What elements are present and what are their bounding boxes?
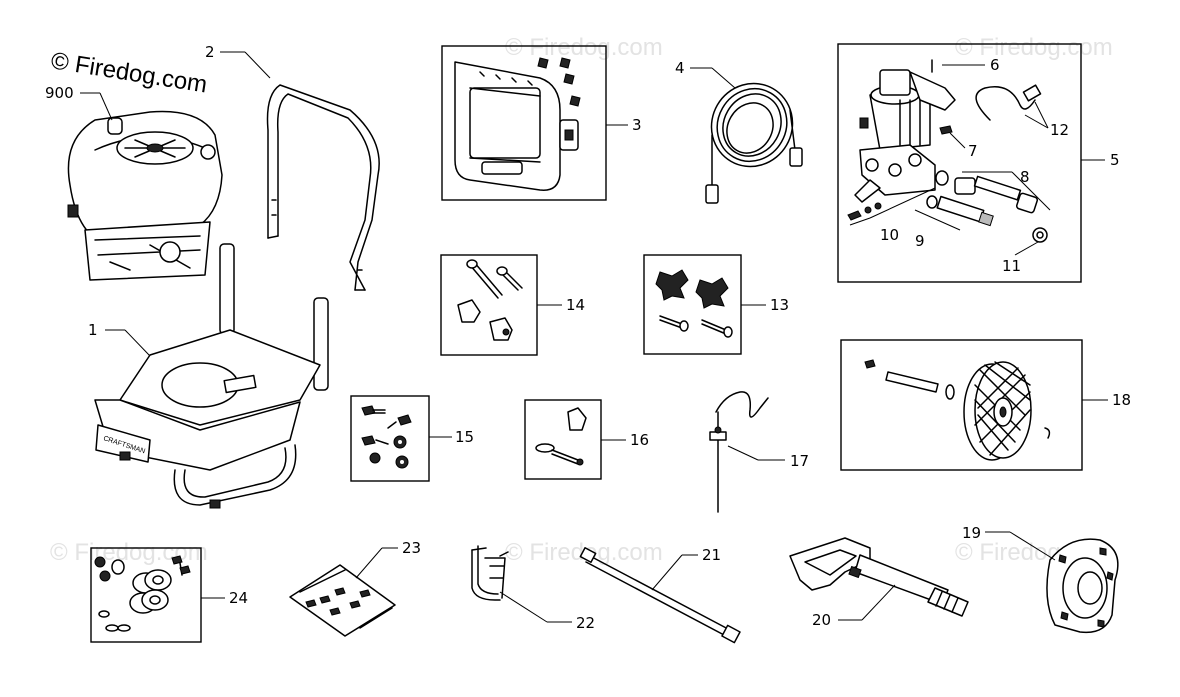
callout-17: 17: [790, 452, 809, 470]
part-18-box: [840, 339, 1083, 471]
callout-15: 15: [455, 428, 474, 446]
part-24-box: [90, 547, 202, 643]
leader-line: [949, 132, 966, 149]
leader-line: [849, 217, 871, 226]
callout-3: 3: [632, 116, 642, 134]
callout-1: 1: [88, 321, 98, 339]
part-24-hardware: [94, 555, 191, 632]
callout-14: 14: [566, 296, 585, 314]
part-2-handle: [266, 84, 380, 291]
part-16-box: [524, 399, 602, 480]
callout-4: 4: [675, 59, 685, 77]
part-19-reel: [1046, 538, 1119, 634]
callout-23: 23: [402, 539, 421, 557]
part-23-bag: [289, 564, 396, 637]
part-3-control-panel: [454, 57, 581, 191]
callout-10: 10: [880, 226, 899, 244]
part-21-wand: [579, 547, 741, 644]
part-14-box: [440, 254, 538, 356]
part-14-hardware: [457, 259, 523, 341]
leader-line: [355, 547, 383, 579]
leader-line: [1014, 241, 1039, 256]
callout-6: 6: [990, 56, 1000, 74]
callout-5: 5: [1110, 151, 1120, 169]
callout-11: 11: [1002, 257, 1021, 275]
part-13-hardware: [655, 269, 733, 338]
part-900-engine: [67, 110, 223, 281]
part-22-holder: [471, 545, 509, 601]
callout-24: 24: [229, 589, 248, 607]
callout-2: 2: [205, 43, 215, 61]
part-13-box: [643, 254, 742, 355]
leader-line: [651, 554, 683, 591]
leader-line: [727, 445, 759, 461]
leader-line: [711, 67, 736, 89]
leader-line: [1034, 101, 1049, 129]
part-15-box: [350, 395, 430, 482]
callout-22: 22: [576, 614, 595, 632]
callout-19: 19: [962, 524, 981, 542]
watermark: © Firedog.com: [955, 34, 1113, 61]
part-20-gun: [789, 537, 969, 617]
part-4-hose: [705, 82, 803, 204]
leader-line: [99, 92, 113, 121]
leader-line: [914, 209, 961, 231]
callout-20: 20: [812, 611, 831, 629]
callout-21: 21: [702, 546, 721, 564]
leader-line: [1009, 531, 1056, 561]
part-18-wheel: [864, 359, 1051, 461]
callout-9: 9: [915, 232, 925, 250]
callout-7: 7: [968, 142, 978, 160]
part-5-box: [837, 43, 1082, 283]
part-1-frame: CRAFTSMAN: [94, 243, 329, 509]
callout-13: 13: [770, 296, 789, 314]
leader-line: [124, 329, 151, 357]
leader-line: [861, 584, 896, 621]
part-5-pump: [847, 59, 1048, 243]
part-3-box: [441, 45, 607, 201]
watermark: © Firedog.com: [505, 34, 663, 61]
leader-line: [244, 51, 271, 79]
callout-12: 12: [1050, 121, 1069, 139]
callout-900: 900: [45, 84, 74, 102]
callout-16: 16: [630, 431, 649, 449]
leader-line: [1011, 171, 1051, 211]
part-17-dipstick: [709, 391, 769, 513]
part-16-hardware: [535, 407, 587, 466]
leader-line: [499, 591, 548, 623]
leader-line: [869, 187, 936, 219]
part-15-hardware: [361, 405, 412, 469]
callout-18: 18: [1112, 391, 1131, 409]
leader-line: [1024, 114, 1049, 129]
callout-8: 8: [1020, 168, 1030, 186]
watermark: © Firedog.com: [50, 539, 208, 566]
watermarks: © Firedog.com © Firedog.com © Firedog.co…: [50, 34, 1113, 566]
